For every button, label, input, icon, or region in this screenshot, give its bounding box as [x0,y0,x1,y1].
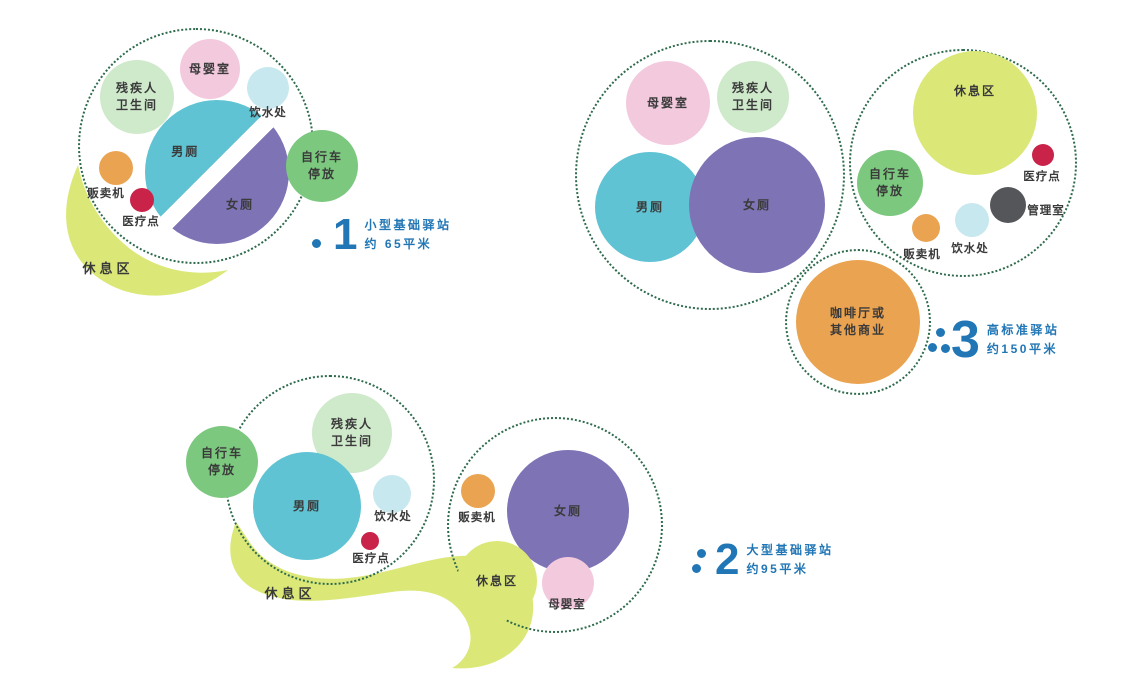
bubble-s1-bicycle-parking: 自行车 停放 [286,130,358,202]
label-s3-medical-point: 医疗点 [1023,171,1061,183]
label-s1-male-toilet: 男厕 [171,144,200,159]
marker-1-number: 1 [333,210,358,259]
bubble-s3-vending-machine [912,214,940,242]
bubble-s1-vending-machine [99,151,133,185]
marker-1-dots [310,212,326,258]
marker-station-3: 3 高标准驿站 约150平米 [928,311,1060,369]
bubble-s1-mother-baby-room: 母婴室 [180,39,240,99]
marker-3-caption: 高标准驿站 约150平米 [987,321,1060,358]
marker-2-title: 大型基础驿站 [746,543,834,558]
bubble-s3-bicycle-parking: 自行车 停放 [857,150,923,216]
bubble-s1-drinking-water [247,67,289,109]
station3-right-boundary [849,49,1077,277]
marker-2-number: 2 [715,535,740,584]
marker-2-caption: 大型基础驿站 约95平米 [746,541,833,578]
marker-2-area: 约95平米 [746,562,809,576]
marker-1-title: 小型基础驿站 [364,218,452,233]
marker-3-dots [928,317,950,363]
marker-2-dots [692,537,708,583]
marker-1-area: 约 65平米 [364,237,433,251]
bubble-s2-rest-area-circle: 休息区 [457,541,537,621]
station2-right-boundary [447,417,663,633]
marker-station-1: 1 小型基础驿站 约 65平米 [310,212,452,258]
bubble-s1-medical-point [130,188,154,212]
bubble-s1-toilets-split: 男厕 女厕 [145,100,289,244]
label-s2-vending-machine: 贩卖机 [458,512,496,524]
label-s2-drinking-water: 饮水处 [374,511,412,523]
bubble-s3-management-room [990,187,1026,223]
station3-cafe-boundary [785,249,931,395]
bubble-s3-cafe-or-commerce: 咖啡厅或 其他商业 [796,260,920,384]
marker-1-caption: 小型基础驿站 约 65平米 [364,216,451,253]
bubble-s3-mother-baby-room: 母婴室 [626,61,710,145]
rest-area-blob-station1 [66,165,228,296]
marker-station-2: 2 大型基础驿站 约95平米 [692,537,834,583]
bubble-s2-male-toilet: 男厕 [253,452,361,560]
label-s3-vending-machine: 贩卖机 [903,249,941,261]
bubble-s2-medical-point [361,532,379,550]
bubble-s2-bicycle-parking: 自行车 停放 [186,426,258,498]
station3-left-boundary [575,40,845,310]
label-s2-rest-area: 休息区 [264,586,316,601]
bubble-s2-drinking-water [373,475,411,513]
label-s1-female-toilet: 女厕 [226,197,255,212]
bubble-s3-medical-point [1032,144,1054,166]
bubble-s1-disabled-toilet: 残疾人 卫生间 [100,60,174,134]
bubble-s2-mother-baby-room [542,557,594,609]
label-s3-drinking-water: 饮水处 [951,243,989,255]
label-s2-medical-point: 医疗点 [352,553,390,565]
bubble-s3-disabled-toilet: 残疾人 卫生间 [717,61,789,133]
bubble-s3-male-toilet: 男厕 [595,152,705,262]
marker-3-title: 高标准驿站 [986,323,1060,338]
marker-3-area: 约150平米 [986,342,1058,356]
bubble-s2-female-toilet: 女厕 [507,450,629,572]
bubble-s2-vending-machine [461,474,495,508]
bubble-s3-drinking-water [955,203,989,237]
label-s3-management-room: 管理室 [1027,205,1065,217]
label-s2-mother-baby-room: 母婴室 [548,599,586,611]
label-s1-drinking-water: 饮水处 [249,107,287,119]
bubble-s3-female-toilet: 女厕 [689,137,825,273]
label-s1-medical-point: 医疗点 [122,216,160,228]
label-s1-rest-area: 休息区 [82,261,134,276]
marker-3-number: 3 [951,311,980,369]
label-s1-vending-machine: 贩卖机 [87,188,125,200]
bubble-s3-rest-area: 休息区 [913,51,1037,175]
